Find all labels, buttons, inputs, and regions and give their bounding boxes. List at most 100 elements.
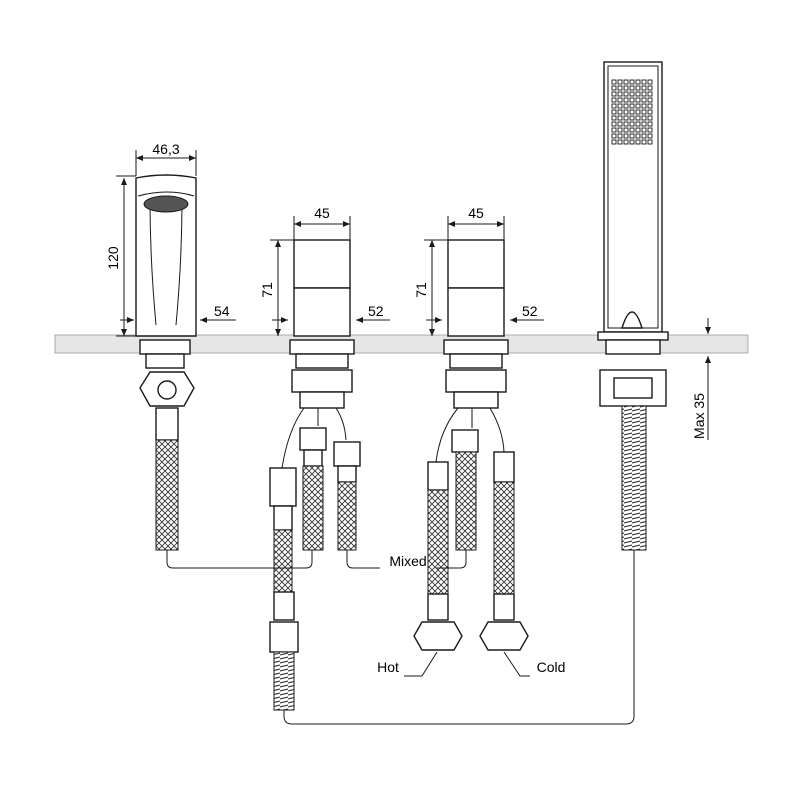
spray-nozzle: [617, 133, 623, 139]
spray-nozzle: [611, 121, 617, 127]
spray-nozzle: [611, 127, 617, 133]
valve-right: [413, 239, 529, 651]
cold-label: Cold: [537, 659, 566, 675]
spray-nozzle: [647, 139, 653, 145]
spray-nozzle: [635, 97, 641, 103]
spray-nozzle: [623, 127, 629, 133]
spray-nozzle: [629, 127, 635, 133]
spray-nozzle: [641, 121, 647, 127]
spray-nozzle: [641, 91, 647, 97]
spray-nozzles: [611, 79, 653, 145]
valve-left: [269, 239, 361, 711]
spray-nozzle: [641, 127, 647, 133]
spray-nozzle: [647, 97, 653, 103]
spray-nozzle: [641, 103, 647, 109]
spray-nozzle: [635, 121, 641, 127]
deck-thickness-dimension: Max 35: [691, 393, 707, 439]
hand-shower: [597, 61, 669, 551]
spray-nozzle: [623, 133, 629, 139]
spray-nozzle: [641, 79, 647, 85]
spray-nozzle: [629, 139, 635, 145]
valve-right-height-dimension: 71: [413, 282, 429, 298]
connection-lines: [166, 550, 635, 725]
spray-nozzle: [623, 79, 629, 85]
spray-nozzle: [629, 103, 635, 109]
spray-nozzle: [641, 97, 647, 103]
valve-left-base-dimension: 52: [368, 303, 384, 319]
spray-nozzle: [647, 85, 653, 91]
spray-nozzle: [611, 97, 617, 103]
dimension-lines: [116, 150, 711, 440]
spray-nozzle: [647, 121, 653, 127]
valve-left-width-dimension: 45: [314, 205, 330, 221]
spray-nozzle: [647, 109, 653, 115]
spray-nozzle: [647, 127, 653, 133]
spray-nozzle: [629, 79, 635, 85]
spray-nozzle: [611, 91, 617, 97]
spray-nozzle: [617, 139, 623, 145]
spray-nozzle: [629, 121, 635, 127]
spray-nozzle: [641, 139, 647, 145]
spray-nozzle: [623, 109, 629, 115]
spray-nozzle: [641, 133, 647, 139]
spray-nozzle: [629, 91, 635, 97]
spray-nozzle: [629, 109, 635, 115]
spray-nozzle: [623, 139, 629, 145]
spray-nozzle: [635, 133, 641, 139]
spray-nozzle: [611, 85, 617, 91]
spray-nozzle: [629, 115, 635, 121]
spray-nozzle: [647, 79, 653, 85]
deck-surface: [54, 334, 749, 354]
spout-base-dimension: 54: [214, 303, 230, 319]
spray-nozzle: [635, 115, 641, 121]
spray-nozzle: [623, 103, 629, 109]
valve-left-height-dimension: 71: [259, 282, 275, 298]
spray-nozzle: [611, 139, 617, 145]
spray-nozzle: [635, 103, 641, 109]
spray-nozzle: [623, 85, 629, 91]
spray-nozzle: [641, 109, 647, 115]
spray-nozzle: [617, 103, 623, 109]
spray-nozzle: [617, 85, 623, 91]
spray-nozzle: [617, 109, 623, 115]
spray-nozzle: [641, 85, 647, 91]
hot-label: Hot: [377, 659, 399, 675]
spray-nozzle: [611, 109, 617, 115]
spray-nozzle: [623, 97, 629, 103]
spray-nozzle: [617, 79, 623, 85]
spray-nozzle: [617, 97, 623, 103]
spray-nozzle: [647, 91, 653, 97]
spray-nozzle: [647, 115, 653, 121]
spray-nozzle: [635, 79, 641, 85]
spout-height-dimension: 120: [105, 246, 121, 270]
valve-right-width-dimension: 45: [468, 205, 484, 221]
spray-nozzle: [623, 121, 629, 127]
spray-nozzle: [611, 79, 617, 85]
spray-nozzle: [635, 139, 641, 145]
spray-nozzle: [617, 127, 623, 133]
spray-nozzle: [617, 115, 623, 121]
spray-nozzle: [641, 115, 647, 121]
spray-nozzle: [617, 121, 623, 127]
spout-width-dimension: 46,3: [152, 141, 179, 157]
spray-nozzle: [623, 115, 629, 121]
spray-nozzle: [635, 109, 641, 115]
spray-nozzle: [635, 91, 641, 97]
spray-nozzle: [635, 85, 641, 91]
valve-right-base-dimension: 52: [522, 303, 538, 319]
spray-nozzle: [647, 103, 653, 109]
spray-nozzle: [647, 133, 653, 139]
spray-nozzle: [629, 85, 635, 91]
spout: [135, 174, 197, 551]
mixed-label: Mixed: [389, 553, 426, 569]
spray-nozzle: [629, 133, 635, 139]
spray-nozzle: [623, 91, 629, 97]
spray-nozzle: [611, 133, 617, 139]
spray-nozzle: [635, 127, 641, 133]
spray-nozzle: [611, 103, 617, 109]
spray-nozzle: [629, 97, 635, 103]
spray-nozzle: [617, 91, 623, 97]
spray-nozzle: [611, 115, 617, 121]
